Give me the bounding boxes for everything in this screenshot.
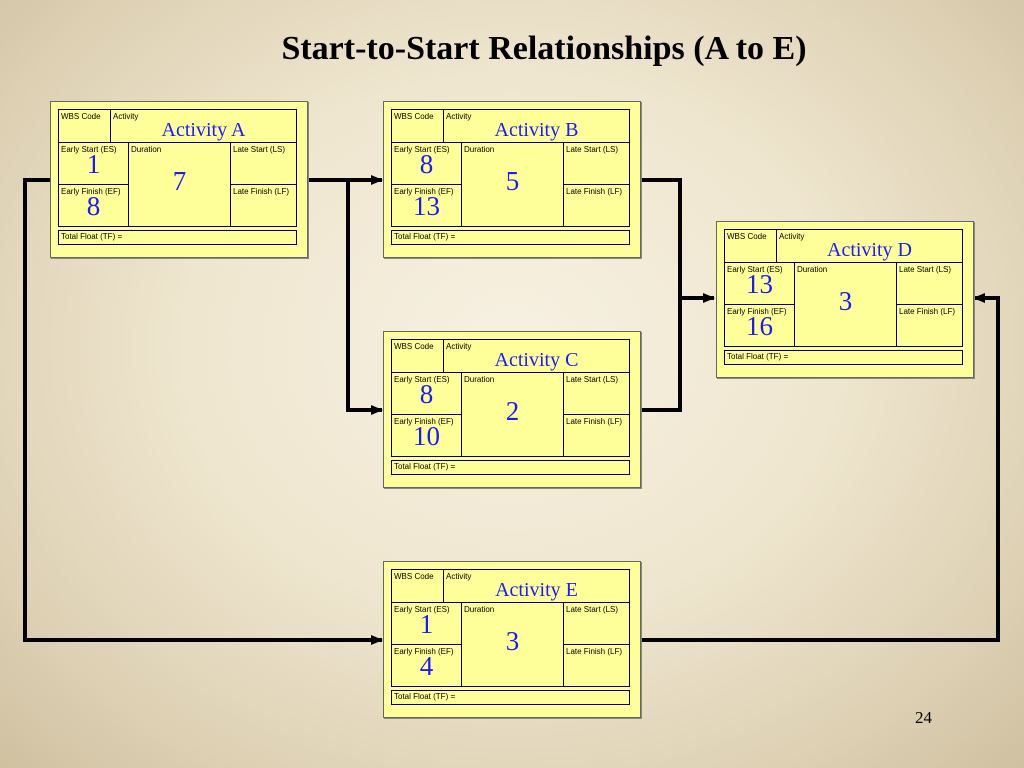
duration-value: 5 bbox=[505, 166, 520, 196]
duration-value: 3 bbox=[505, 626, 520, 656]
early-finish-value: 10 bbox=[413, 421, 440, 451]
duration-cell: Duration 7 bbox=[128, 142, 231, 227]
early-finish-value: 8 bbox=[86, 191, 101, 221]
activity-d-node[interactable]: WBS Code Activity Activity D Early Start… bbox=[716, 221, 974, 378]
early-finish-cell: Early Finish (EF) 16 bbox=[724, 304, 795, 347]
early-finish-cell: Early Finish (EF) 13 bbox=[391, 184, 462, 227]
activity-name-cell: Activity Activity C bbox=[443, 339, 630, 373]
early-start-value: 1 bbox=[419, 609, 434, 639]
early-finish-value: 16 bbox=[746, 311, 773, 341]
early-start-cell: Early Start (ES) 1 bbox=[391, 602, 462, 645]
page-number: 24 bbox=[915, 708, 932, 727]
wbs-code-cell: WBS Code bbox=[58, 109, 111, 143]
activity-name-cell: Activity Activity A bbox=[110, 109, 297, 143]
activity-name-cell: Activity Activity D bbox=[776, 229, 963, 263]
activity-name: Activity E bbox=[495, 579, 578, 601]
connector-e-to-d bbox=[641, 293, 1000, 642]
total-float-cell: Total Float (TF) = bbox=[391, 460, 630, 475]
connector-a-to-e bbox=[23, 178, 383, 645]
late-finish-cell: Late Finish (LF) bbox=[563, 414, 630, 457]
duration-value: 3 bbox=[838, 286, 853, 316]
late-start-cell: Late Start (LS) bbox=[563, 372, 630, 415]
late-finish-cell: Late Finish (LF) bbox=[563, 644, 630, 687]
total-float-cell: Total Float (TF) = bbox=[58, 230, 297, 245]
early-finish-value: 4 bbox=[419, 651, 434, 681]
late-start-cell: Late Start (LS) bbox=[896, 262, 963, 305]
duration-cell: Duration 2 bbox=[461, 372, 564, 457]
early-finish-cell: Early Finish (EF) 8 bbox=[58, 184, 129, 227]
duration-cell: Duration 5 bbox=[461, 142, 564, 227]
wbs-code-cell: WBS Code bbox=[391, 109, 444, 143]
early-start-value: 8 bbox=[419, 379, 434, 409]
early-start-value: 1 bbox=[86, 149, 101, 179]
total-float-cell: Total Float (TF) = bbox=[724, 350, 963, 365]
wbs-code-cell: WBS Code bbox=[391, 569, 444, 603]
activity-a-node[interactable]: WBS Code Activity Activity A Early Start… bbox=[50, 101, 308, 258]
total-float-cell: Total Float (TF) = bbox=[391, 230, 630, 245]
duration-value: 2 bbox=[505, 396, 520, 426]
activity-name-cell: Activity Activity E bbox=[443, 569, 630, 603]
activity-name: Activity B bbox=[494, 119, 579, 141]
connector-c-to-d bbox=[641, 298, 682, 412]
activity-name: Activity D bbox=[827, 239, 912, 261]
duration-value: 7 bbox=[172, 166, 187, 196]
wbs-code-cell: WBS Code bbox=[724, 229, 777, 263]
early-finish-cell: Early Finish (EF) 4 bbox=[391, 644, 462, 687]
activity-b-node[interactable]: WBS Code Activity Activity B Early Start… bbox=[383, 101, 641, 258]
activity-name-cell: Activity Activity B bbox=[443, 109, 630, 143]
early-start-cell: Early Start (ES) 13 bbox=[724, 262, 795, 305]
late-start-cell: Late Start (LS) bbox=[563, 602, 630, 645]
slide-title: Start-to-Start Relationships (A to E) bbox=[281, 30, 807, 67]
early-start-value: 13 bbox=[746, 269, 773, 299]
connector-b-to-d bbox=[641, 178, 715, 303]
late-finish-cell: Late Finish (LF) bbox=[563, 184, 630, 227]
connector-to-c bbox=[346, 180, 383, 415]
late-start-cell: Late Start (LS) bbox=[563, 142, 630, 185]
early-start-cell: Early Start (ES) 8 bbox=[391, 372, 462, 415]
activity-name: Activity A bbox=[161, 119, 246, 141]
total-float-cell: Total Float (TF) = bbox=[391, 690, 630, 705]
early-finish-value: 13 bbox=[413, 191, 440, 221]
activity-e-node[interactable]: WBS Code Activity Activity E Early Start… bbox=[383, 561, 641, 718]
late-finish-cell: Late Finish (LF) bbox=[230, 184, 297, 227]
late-start-cell: Late Start (LS) bbox=[230, 142, 297, 185]
activity-name: Activity C bbox=[494, 349, 579, 371]
early-start-cell: Early Start (ES) 1 bbox=[58, 142, 129, 185]
wbs-code-cell: WBS Code bbox=[391, 339, 444, 373]
activity-c-node[interactable]: WBS Code Activity Activity C Early Start… bbox=[383, 331, 641, 488]
early-finish-cell: Early Finish (EF) 10 bbox=[391, 414, 462, 457]
duration-cell: Duration 3 bbox=[794, 262, 897, 347]
early-start-value: 8 bbox=[419, 149, 434, 179]
duration-cell: Duration 3 bbox=[461, 602, 564, 687]
early-start-cell: Early Start (ES) 8 bbox=[391, 142, 462, 185]
late-finish-cell: Late Finish (LF) bbox=[896, 304, 963, 347]
